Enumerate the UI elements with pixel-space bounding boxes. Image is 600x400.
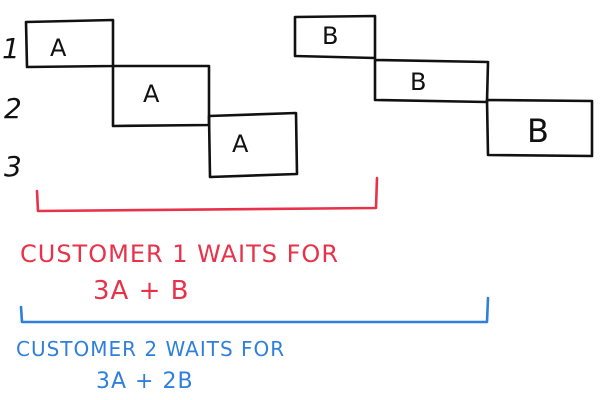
task-box-b-3: B	[485, 98, 594, 158]
row-label-2: 2	[4, 92, 22, 125]
task-box-a-3: A	[207, 111, 299, 179]
row-label-3: 3	[4, 150, 22, 183]
customer-1-note: CUSTOMER 1 WAITS FOR 3A + B	[20, 240, 339, 306]
task-box-b-1: B	[293, 14, 377, 60]
customer-2-line-1: CUSTOMER 2 WAITS FOR	[16, 337, 285, 361]
task-label-a-1: A	[50, 34, 67, 62]
schedule-b: B B B	[293, 14, 594, 158]
task-label-b-1: B	[322, 22, 338, 50]
customer-1-line-2: 3A + B	[93, 276, 189, 306]
customer-2-line-2: 3A + 2B	[96, 369, 194, 394]
customer-1-line-1: CUSTOMER 1 WAITS FOR	[20, 240, 339, 268]
task-label-b-2: B	[410, 68, 426, 96]
task-label-b-3: B	[527, 112, 549, 150]
task-box-b-2: B	[373, 58, 490, 104]
row-label-1: 1	[2, 32, 20, 65]
task-box-a-2: A	[111, 64, 211, 128]
schedule-a: A A A	[24, 18, 299, 179]
customer-1-bracket	[35, 176, 379, 213]
task-label-a-2: A	[143, 80, 160, 108]
task-label-a-3: A	[232, 130, 249, 158]
customer-2-bracket	[19, 296, 490, 324]
customer-2-note: CUSTOMER 2 WAITS FOR 3A + 2B	[16, 337, 285, 394]
row-labels: 1 2 3	[2, 32, 22, 183]
task-box-a-1: A	[24, 18, 115, 69]
